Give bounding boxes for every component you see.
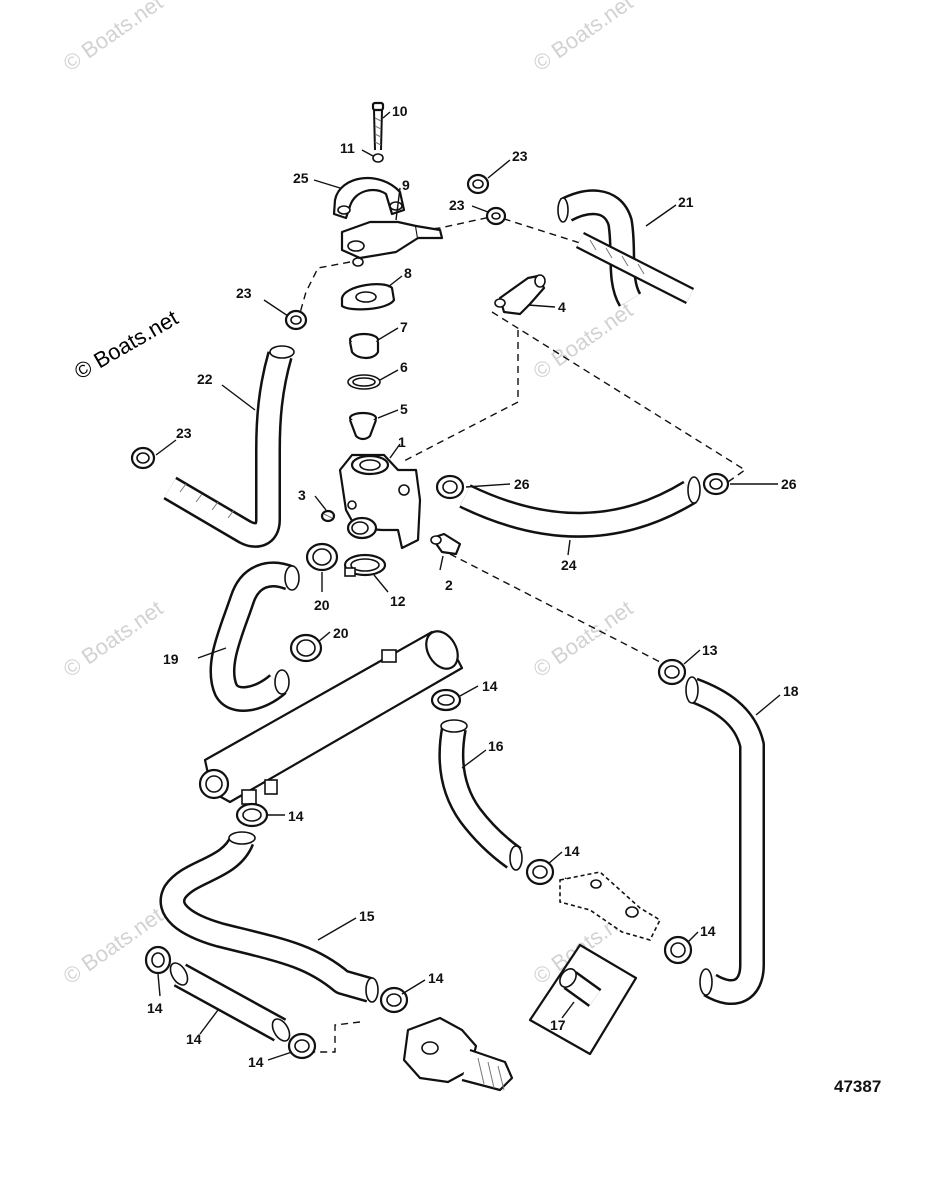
hose-clamp-part (284, 309, 308, 331)
callout-14: 13 (702, 642, 718, 658)
callout-3: 3 (298, 487, 306, 503)
callout-21: 21 (678, 194, 694, 210)
watermark-text: © Boats.net (59, 0, 168, 76)
callout-15: 14 (186, 1031, 202, 1047)
callout-11: 11 (340, 140, 355, 156)
watermark-text: © Boats.net (529, 297, 638, 384)
callout-23: 23 (236, 285, 252, 301)
washer-part (372, 153, 384, 163)
watermark-text: © Boats.net (529, 0, 638, 76)
fitting-tee-part (494, 274, 546, 316)
kit-box-part (528, 943, 638, 1056)
hose-part (159, 831, 379, 1003)
plug-part (320, 509, 336, 523)
callout-6: 6 (400, 359, 408, 375)
callout-23: 23 (512, 148, 528, 164)
callout-25: 25 (293, 170, 309, 186)
heat-exchanger-fitting-part (559, 871, 662, 941)
hose-part (209, 561, 300, 712)
hose-clamp-part (235, 802, 269, 828)
callout-23: 23 (176, 425, 192, 441)
callout-12: 12 (390, 593, 406, 609)
callout-1: 1 (398, 434, 406, 450)
clamp-part (343, 553, 387, 577)
thermostat-sleeve-part (348, 332, 380, 360)
hose-clamp-part (305, 542, 339, 572)
callout-17: 17 (550, 1017, 566, 1033)
leader-lines (155, 111, 781, 1061)
callout-7: 7 (400, 319, 408, 335)
hose-part (163, 345, 295, 548)
callout-9: 9 (402, 177, 410, 193)
reference-number: 47387 (834, 1077, 881, 1096)
hose-clamp-part (379, 986, 409, 1014)
bracket-part (332, 177, 406, 220)
callout-13: 15 (359, 908, 375, 924)
callout-26: 26 (514, 476, 530, 492)
hose-part (557, 189, 695, 307)
callout-14: 14 (428, 970, 444, 986)
watermark-text: © Boats.net (529, 595, 638, 682)
hose-clamp-part (702, 472, 730, 496)
hose-clamp-part (435, 474, 465, 500)
callout-20: 20 (333, 625, 349, 641)
callout-23: 23 (449, 197, 465, 213)
hose-clamp-part (430, 688, 462, 712)
hose-clamp-part (144, 945, 172, 975)
callout-14: 14 (288, 808, 304, 824)
thermostat-cover-part (340, 220, 444, 267)
hose-clamp-part (485, 206, 507, 226)
callout-8: 8 (404, 265, 412, 281)
callout-labels: 10 11 25 9 23 23 21 8 23 4 7 6 22 5 23 1… (147, 103, 799, 1070)
elbow-fitting-part (430, 532, 462, 556)
thermostat-part (348, 411, 378, 441)
callout-22: 22 (197, 371, 213, 387)
callout-4: 4 (558, 299, 566, 315)
gasket-part (340, 283, 396, 311)
seal-ring-part (347, 374, 381, 390)
callout-19: 19 (163, 651, 179, 667)
watermark-text: © Boats.net (59, 902, 168, 989)
hose-clamp-part (289, 633, 323, 663)
manifold-part (198, 630, 464, 805)
callout-18: 18 (783, 683, 799, 699)
hose-part (169, 962, 291, 1042)
callout-14: 14 (147, 1000, 163, 1016)
hose-clamp-part (525, 858, 555, 886)
callout-5: 5 (400, 401, 408, 417)
hose-clamp-part (657, 658, 687, 686)
hose-clamp-part (663, 935, 693, 965)
callout-14: 14 (482, 678, 498, 694)
callout-24: 24 (561, 557, 577, 573)
hose-part (438, 719, 523, 871)
thermostat-housing-part (338, 453, 422, 550)
hose-part (685, 676, 765, 1005)
callout-14: 14 (248, 1054, 264, 1070)
callout-26: 26 (781, 476, 797, 492)
callout-14: 14 (700, 923, 716, 939)
hose-clamp-part (287, 1032, 317, 1060)
hose-clamp-part (130, 446, 156, 470)
callout-20: 20 (314, 597, 330, 613)
hose-clamp-part (466, 173, 490, 195)
pump-part (402, 1016, 514, 1092)
watermark-main-text: © Boats.net (70, 305, 182, 384)
hose-part (459, 476, 701, 538)
callout-10: 10 (392, 103, 408, 119)
callout-2: 2 (445, 577, 453, 593)
callout-14: 14 (564, 843, 580, 859)
callout-16: 16 (488, 738, 504, 754)
bolt-part (371, 101, 385, 151)
watermark-text: © Boats.net (59, 595, 168, 682)
